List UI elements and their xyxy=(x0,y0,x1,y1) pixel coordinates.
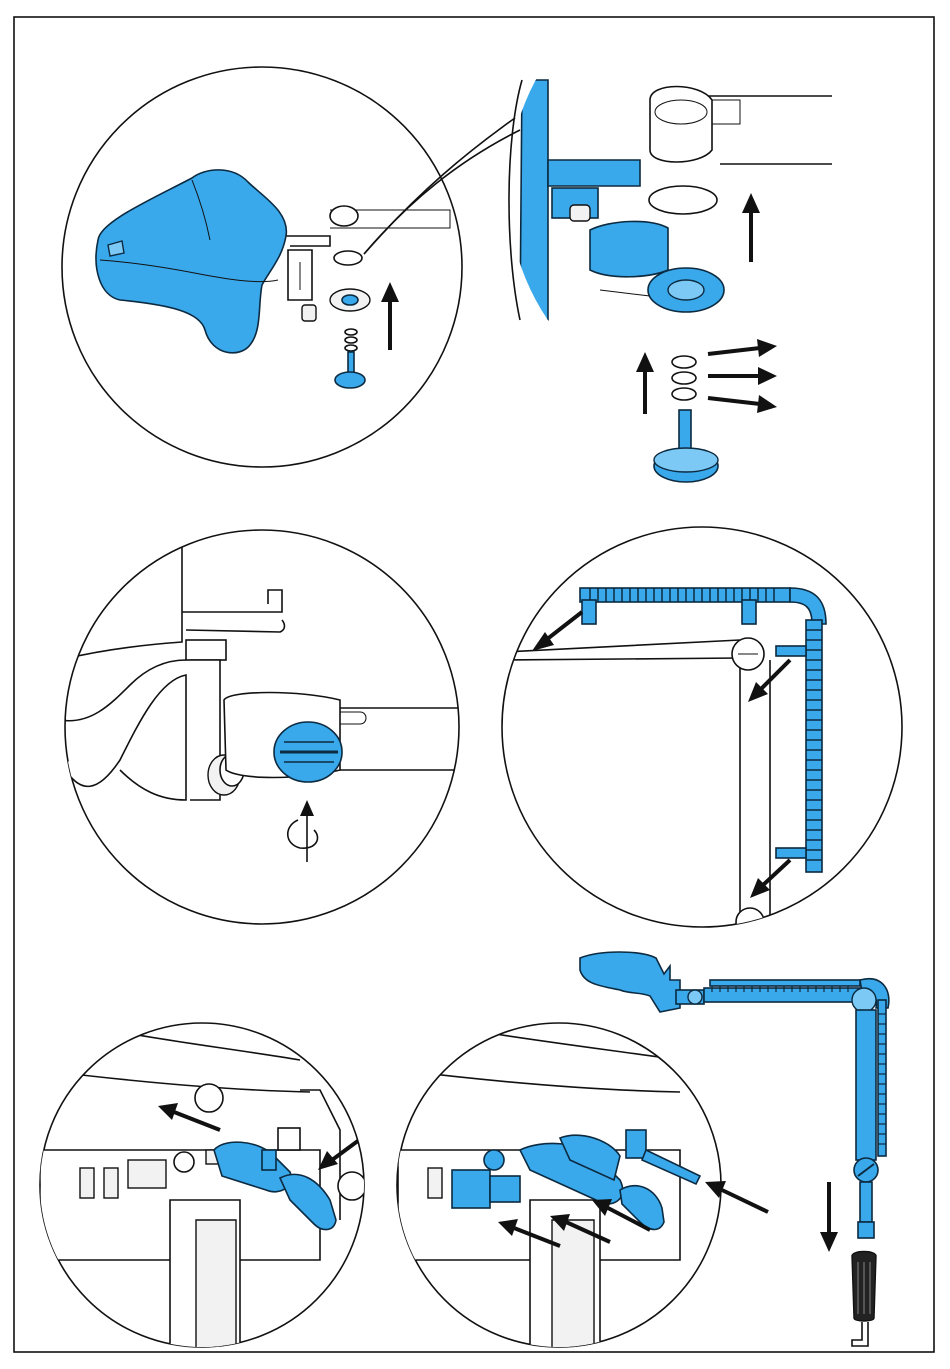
panel-ports-disconnect-all xyxy=(397,1023,768,1360)
zoom-detail xyxy=(509,80,832,482)
screw-part xyxy=(335,352,365,388)
arrow-up-icon xyxy=(381,282,399,350)
o-ring-icon xyxy=(649,186,717,214)
allen-key-icon xyxy=(852,1252,876,1347)
arrow-up-icon xyxy=(742,193,760,262)
arrow-right-icon xyxy=(708,339,777,413)
panel-ports-unplugged xyxy=(40,1023,370,1360)
o-ring-icon xyxy=(345,329,357,351)
panel-loosen-screw xyxy=(60,530,470,924)
panel-unclip-cable-channel xyxy=(502,527,902,936)
screw-part xyxy=(654,410,718,482)
arrow-diagonal-icon xyxy=(705,1181,768,1212)
arrow-down-icon xyxy=(820,1182,838,1252)
knob-part xyxy=(96,170,286,353)
knob-part xyxy=(520,80,548,320)
rotate-arrow-icon xyxy=(288,800,318,862)
arrow-up-icon xyxy=(636,352,654,414)
panel-remove-knob-and-orings xyxy=(62,67,520,467)
o-ring-icon xyxy=(672,356,696,400)
cable-channel-part xyxy=(580,588,826,872)
